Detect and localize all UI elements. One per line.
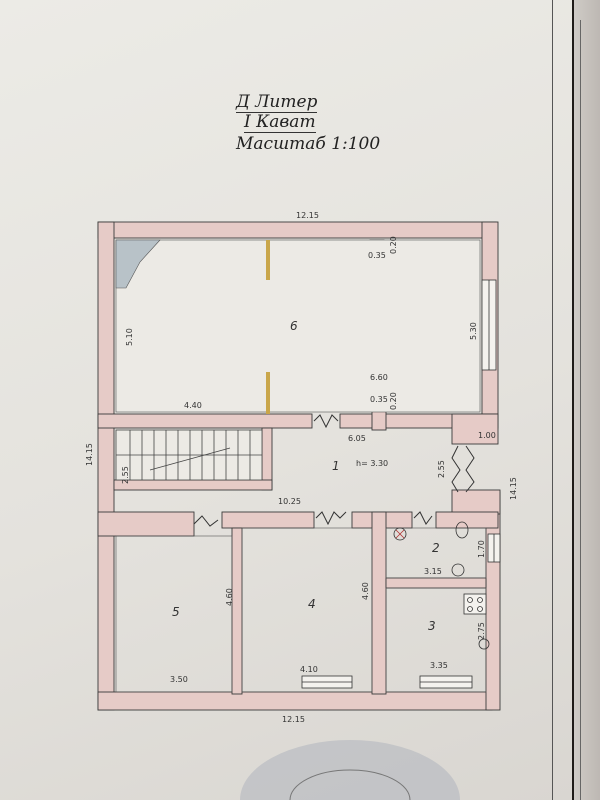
dim-niche-top-w: 0.35 xyxy=(368,251,386,260)
dim-inner-width: 10.25 xyxy=(278,497,301,506)
outer-wall-left xyxy=(97,221,115,711)
sheet2-border-line xyxy=(580,20,581,800)
stove-burner xyxy=(467,606,473,612)
room6-partition-top xyxy=(266,240,270,280)
room-number-5: 5 xyxy=(172,605,180,619)
room2-floor xyxy=(385,527,487,579)
door-symbols xyxy=(193,414,475,527)
windows xyxy=(301,279,501,689)
dim-passage-h: 2.55 xyxy=(437,460,446,478)
niche-south xyxy=(371,409,387,431)
dim-niche-bottom-w: 0.35 xyxy=(370,395,388,404)
passage-wall-bottom xyxy=(451,489,501,515)
toilet-icon xyxy=(455,521,469,539)
sink-icon xyxy=(451,563,465,577)
dim-room1-h: h= 3.30 xyxy=(356,459,388,468)
dim-room5-h: 4.60 xyxy=(225,588,234,606)
dim-corridor-len: 6.05 xyxy=(348,434,366,443)
walls xyxy=(97,221,501,711)
wall-room5-room4 xyxy=(231,527,243,695)
boiler-icon-x2 xyxy=(395,529,405,539)
door-passage-right xyxy=(465,445,475,493)
room-number-6: 6 xyxy=(290,319,298,333)
room5-floor xyxy=(115,535,233,693)
scale-label: Масштаб 1:100 xyxy=(236,134,381,154)
dim-room6-width: 6.60 xyxy=(370,373,388,382)
room6-floor xyxy=(115,239,481,413)
outer-wall-bottom xyxy=(97,691,493,711)
dim-room6-height: 5.10 xyxy=(125,328,134,346)
dim-bottom-width: 12.15 xyxy=(282,715,305,724)
dim-room4-w: 4.10 xyxy=(300,665,318,674)
room-number-1: 1 xyxy=(332,459,340,473)
dim-room6-bottom: 4.40 xyxy=(184,401,202,410)
outer-wall-top xyxy=(97,221,497,239)
floor-label: I Кават xyxy=(244,112,316,133)
door-room4 xyxy=(315,511,347,526)
room6-corner-piece xyxy=(115,239,161,289)
mid-wall-center xyxy=(221,511,315,529)
wall-room2-room3 xyxy=(385,577,487,589)
second-sheet-edge xyxy=(574,0,600,800)
door-room6 xyxy=(313,414,339,429)
stove-icon xyxy=(463,593,487,615)
dim-room6-right-height: 5.30 xyxy=(469,322,478,340)
room-number-3: 3 xyxy=(428,619,436,633)
room3-floor xyxy=(385,587,487,693)
stove-burner xyxy=(477,606,483,612)
protractor xyxy=(240,740,460,800)
dim-left-height: 14.15 xyxy=(85,443,94,466)
room6-partition-bottom xyxy=(266,372,270,414)
mid-wall-left xyxy=(97,511,195,537)
room-number-4: 4 xyxy=(308,597,316,611)
wall-room4-room3 xyxy=(371,511,387,695)
stair-wall-bottom xyxy=(113,479,273,491)
room-number-2: 2 xyxy=(432,541,440,555)
dim-room3-h: 2.75 xyxy=(477,622,486,640)
door-room5 xyxy=(193,515,219,527)
dim-room4-h: 4.60 xyxy=(361,582,370,600)
fixtures xyxy=(393,521,490,650)
staircase xyxy=(115,429,263,481)
stove-burner xyxy=(467,597,473,603)
dim-room2-w: 3.15 xyxy=(424,567,442,576)
stove-burner xyxy=(477,597,483,603)
passage-wall-top xyxy=(451,413,499,445)
dim-niche-bottom-h: 0.20 xyxy=(389,392,398,410)
room6-south-wall xyxy=(97,413,313,429)
boiler-icon xyxy=(393,527,407,541)
dim-room3-w: 3.35 xyxy=(430,661,448,670)
dim-right-height: 14.15 xyxy=(509,477,518,500)
dim-niche-top-h: 0.20 xyxy=(389,236,398,254)
dim-right-step: 1.00 xyxy=(478,431,496,440)
meter-icon xyxy=(478,638,490,650)
room4-floor xyxy=(241,527,373,693)
sheet-border-line xyxy=(552,0,553,800)
protractor-inner-arc xyxy=(289,769,411,800)
dim-room2-h: 1.70 xyxy=(477,540,486,558)
dim-stair-h: 2.55 xyxy=(121,466,130,484)
dim-top-width: 12.15 xyxy=(296,211,319,220)
building-letter: Д Литер xyxy=(236,92,318,113)
stair-arrow xyxy=(149,447,231,471)
door-room2 xyxy=(413,511,433,525)
dim-room5-w: 3.50 xyxy=(170,675,188,684)
door-passage-left xyxy=(451,445,461,493)
